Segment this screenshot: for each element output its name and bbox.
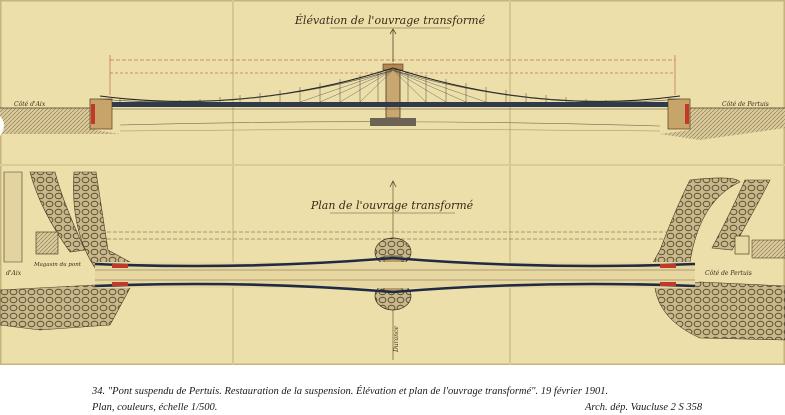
magasin-label: Magasin du pont [33,262,82,268]
caption-line-2: Plan, couleurs, échelle 1/500. [92,402,218,413]
archive-reference: Arch. dép. Vaucluse 2 S 358 [585,402,703,413]
caption-line-1: 34. "Pont suspendu de Pertuis. Restaurat… [92,386,609,397]
central-pylon [385,65,401,119]
cable-plan [94,282,696,294]
plan-view: Plan de l'ouvrage transformé d [0,171,785,360]
bridge-deck [112,102,668,107]
river-label: Durance [393,326,400,353]
hangers [119,71,647,102]
elevation-title: Élévation de l'ouvrage transformé [294,13,486,27]
right-bank-ground [660,108,785,140]
plan-left-bank-label: d'Aix [6,270,22,277]
stay-cables [299,69,487,103]
plan-title: Plan de l'ouvrage transformé [310,199,474,212]
right-bank-label: Côté de Pertuis [722,101,769,108]
cable-plan [94,256,696,268]
elevation-view: Élévation de l'ouvrage transformé [0,13,785,140]
right-bank-masonry [649,177,741,269]
magasin-building [35,231,59,255]
plan-right-bank-label: Côté de Pertuis [705,270,752,277]
drawing-plate: Élévation de l'ouvrage transformé [0,0,785,365]
left-bank-label: Côté d'Aix [14,101,46,108]
